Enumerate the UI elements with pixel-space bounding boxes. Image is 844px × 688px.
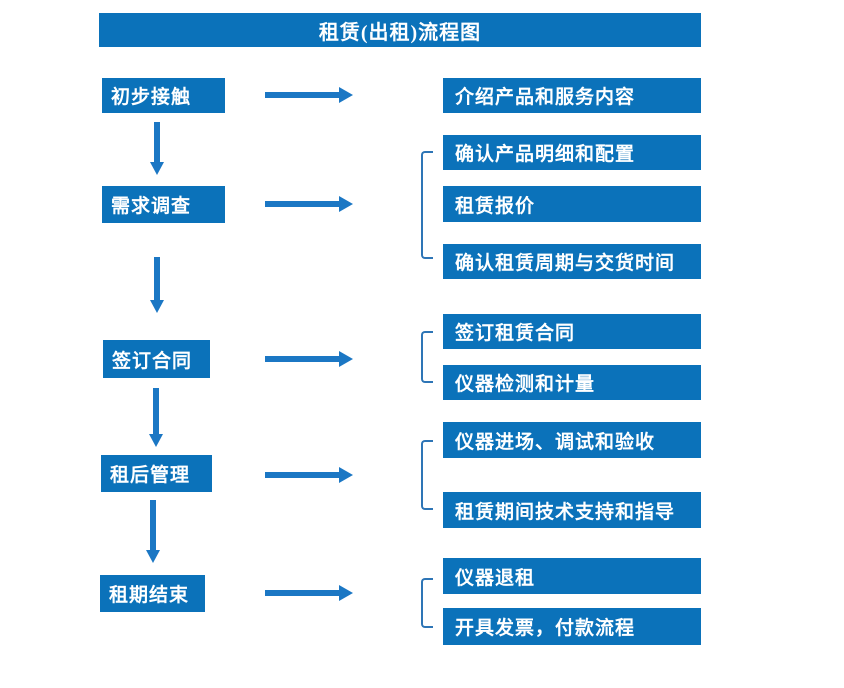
output-box-instrument-return: 仪器退租 (443, 558, 701, 594)
arrow-shaft (265, 92, 340, 98)
bracket-group-3 (421, 331, 433, 383)
output-box-rental-quotation: 租赁报价 (443, 186, 701, 222)
output-box-tech-support: 租赁期间技术支持和指导 (443, 492, 701, 528)
arrow-head-icon (339, 467, 353, 483)
arrow-shaft (150, 500, 156, 551)
arrow-right-4 (265, 467, 353, 483)
arrow-head-icon (339, 585, 353, 601)
arrow-shaft (153, 388, 159, 435)
arrow-right-5 (265, 585, 353, 601)
arrow-shaft (154, 257, 160, 301)
arrow-right-2 (265, 196, 353, 212)
arrow-head-icon (146, 550, 160, 563)
arrow-right-3 (265, 351, 353, 367)
arrow-head-icon (339, 87, 353, 103)
stage-box-post-rental: 租后管理 (101, 455, 212, 492)
output-box-instrument-testing: 仪器检测和计量 (443, 365, 701, 400)
arrow-shaft (265, 590, 340, 596)
arrow-head-icon (149, 434, 163, 447)
arrow-shaft (265, 201, 340, 207)
arrow-shaft (154, 122, 160, 163)
stage-box-lease-end: 租期结束 (100, 575, 205, 612)
arrow-down-2 (150, 257, 164, 313)
arrow-shaft (265, 472, 340, 478)
arrow-head-icon (339, 351, 353, 367)
arrow-head-icon (339, 196, 353, 212)
output-box-invoice-payment: 开具发票，付款流程 (443, 608, 701, 645)
output-box-confirm-product-config: 确认产品明细和配置 (443, 135, 701, 170)
output-box-confirm-period-delivery: 确认租赁周期与交货时间 (443, 244, 701, 279)
arrow-shaft (265, 356, 340, 362)
arrow-down-4 (146, 500, 160, 563)
arrow-right-1 (265, 87, 353, 103)
output-box-instrument-setup: 仪器进场、调试和验收 (443, 422, 701, 458)
bracket-group-4 (421, 440, 433, 510)
bracket-group-5 (421, 578, 433, 628)
stage-box-demand-survey: 需求调查 (102, 186, 225, 223)
arrow-head-icon (150, 300, 164, 313)
bracket-group-2 (421, 151, 433, 259)
arrow-down-1 (150, 122, 164, 175)
arrow-down-3 (149, 388, 163, 447)
stage-box-sign-contract: 签订合同 (103, 340, 210, 378)
stage-box-initial-contact: 初步接触 (102, 78, 225, 113)
output-box-sign-rental-contract: 签订租赁合同 (443, 314, 701, 349)
arrow-head-icon (150, 162, 164, 175)
flowchart-title: 租赁(出租)流程图 (99, 13, 701, 47)
output-box-introduce-products: 介绍产品和服务内容 (443, 78, 701, 113)
